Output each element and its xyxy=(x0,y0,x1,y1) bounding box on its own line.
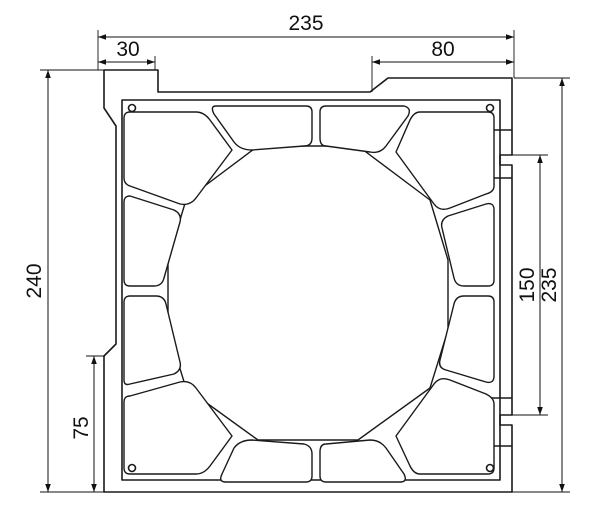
corner-hole-tl xyxy=(127,103,137,113)
corner-hole-tr xyxy=(485,103,495,113)
cavity-right-lower xyxy=(438,295,495,384)
cavity-bottom-right xyxy=(319,439,407,483)
cavity-upper-right xyxy=(395,111,495,211)
dim-top-total-label: 235 xyxy=(288,12,323,35)
central-bore xyxy=(167,145,449,441)
cavity-lower-left xyxy=(123,380,233,475)
dim-right-inner-label: 150 xyxy=(516,267,539,302)
inner-wall xyxy=(121,99,501,481)
dim-top-right-label: 80 xyxy=(431,38,454,61)
cavity-top-left xyxy=(211,105,313,151)
cavity-upper-left xyxy=(123,111,233,206)
cavity-left-lower xyxy=(123,295,182,386)
cavity-left-upper xyxy=(123,195,182,287)
corner-hole-br xyxy=(485,463,495,473)
dim-top-left-label: 30 xyxy=(116,38,139,61)
dim-left-height-label: 240 xyxy=(23,263,46,298)
dim-left-lower-label: 75 xyxy=(70,416,93,439)
cavity-top-right xyxy=(319,105,411,154)
cavity-bottom-left xyxy=(219,439,313,483)
corner-hole-bl xyxy=(127,463,137,473)
dim-right-outer-label: 235 xyxy=(538,267,561,302)
cavity-right-upper xyxy=(440,202,495,287)
